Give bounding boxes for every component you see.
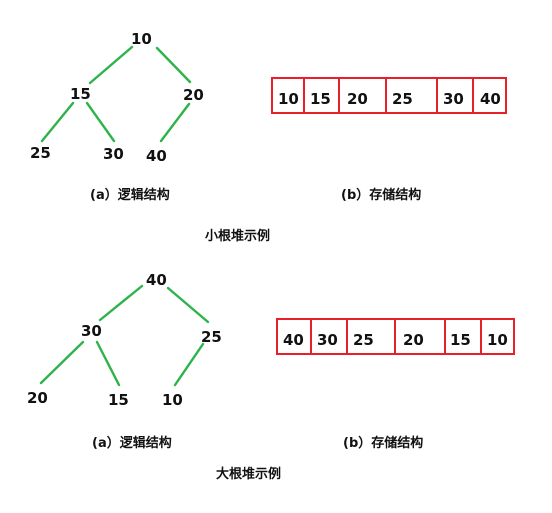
- min-heap-array-value: 20: [347, 90, 368, 108]
- min-heap-array-cell: [472, 77, 507, 114]
- max-heap-storage-caption: (b）存储结构: [343, 435, 423, 451]
- min-heap-array-value: 25: [392, 90, 413, 108]
- max-heap-array-value: 15: [450, 331, 471, 349]
- min-heap-array-cell: [303, 77, 340, 114]
- max-heap-array-cell: [394, 318, 446, 355]
- max-heap-array-cell: [276, 318, 312, 355]
- max-heap-array-cell: [480, 318, 515, 355]
- min-heap-array-cell: [436, 77, 474, 114]
- max-heap-title: 大根堆示例: [216, 466, 281, 482]
- min-heap-storage-caption: (b）存储结构: [341, 187, 421, 203]
- min-heap-edges: [40, 45, 192, 143]
- max-heap-node: 20: [27, 389, 48, 407]
- max-heap-node: 40: [146, 271, 167, 289]
- min-heap-array-value: 40: [480, 90, 501, 108]
- max-heap-edge: [39, 340, 85, 385]
- max-heap-edge: [166, 286, 210, 324]
- min-heap-title: 小根堆示例: [205, 228, 270, 244]
- max-heap-logic-caption: (a）逻辑结构: [92, 435, 172, 451]
- max-heap-array-value: 20: [403, 331, 424, 349]
- min-heap-node: 40: [146, 147, 167, 165]
- min-heap-edge: [159, 102, 191, 143]
- min-heap-array-value: 15: [310, 90, 331, 108]
- min-heap-node: 25: [30, 144, 51, 162]
- min-heap-edge: [88, 45, 134, 85]
- max-heap-array-value: 40: [283, 331, 304, 349]
- max-heap-array-value: 10: [487, 331, 508, 349]
- max-heap-array-cell: [346, 318, 396, 355]
- min-heap-array-value: 10: [278, 90, 299, 108]
- max-heap-edge: [95, 340, 121, 387]
- max-heap-edge: [98, 284, 144, 322]
- max-heap-node: 10: [162, 391, 183, 409]
- max-heap-array-value: 30: [317, 331, 338, 349]
- min-heap-node: 20: [183, 86, 204, 104]
- min-heap-array-cell: [271, 77, 305, 114]
- min-heap-edge: [155, 46, 192, 84]
- max-heap-node: 25: [201, 328, 222, 346]
- min-heap-array-cell: [338, 77, 387, 114]
- min-heap-node: 30: [103, 145, 124, 163]
- min-heap-array: 10 15 20 25 30 40: [271, 77, 507, 114]
- min-heap-node: 10: [131, 30, 152, 48]
- min-heap-array-value: 30: [443, 90, 464, 108]
- max-heap-array-value: 25: [353, 331, 374, 349]
- min-heap-edge: [40, 101, 75, 143]
- max-heap-tree: 40 30 25 20 15 10: [27, 271, 222, 409]
- max-heap-array-cell: [310, 318, 348, 355]
- max-heap-edge: [173, 342, 205, 387]
- min-heap-node: 15: [70, 85, 91, 103]
- max-heap-edges: [39, 284, 210, 387]
- min-heap-logic-caption: (a）逻辑结构: [90, 187, 170, 203]
- min-heap-tree: 10 15 20 25 30 40: [30, 30, 204, 165]
- max-heap-node: 15: [108, 391, 129, 409]
- min-heap-edge: [85, 101, 116, 143]
- max-heap-array: 40 30 25 20 15 10: [276, 318, 515, 355]
- max-heap-node: 30: [81, 322, 102, 340]
